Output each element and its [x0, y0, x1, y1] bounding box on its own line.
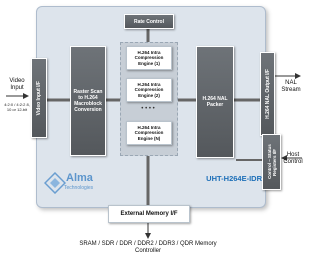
logo-mark-icon — [44, 172, 66, 194]
rate-control-label: Rate Control — [134, 18, 164, 25]
engine-1-label: H.264 Intra Compression Engine (1) — [134, 49, 164, 66]
nal-output-if-block: H.264 NAL Output I/F — [260, 52, 275, 136]
video-input-if-label: Video Input I/F — [36, 80, 42, 116]
raster-scan-label: Raster Scan to H.264 Macroblock Conversi… — [73, 89, 103, 113]
external-memory-if-block: External Memory I/F — [108, 205, 190, 223]
engine-2-block: H.264 Intra Compression Engine (2) — [126, 78, 172, 102]
control-status-if-label: Control – Status Registers I/F — [266, 144, 277, 180]
nal-output-if-label: H.264 NAL Output I/F — [264, 69, 271, 119]
engine-n-label: H.264 Intra Compression Engine (N) — [134, 124, 164, 141]
engine-1-block: H.264 Intra Compression Engine (1) — [126, 46, 172, 70]
video-input-formats: 4:2:0 / 4:2:2 8, 10 or 12-bit — [4, 102, 30, 112]
engine-n-block: H.264 Intra Compression Engine (N) — [126, 121, 172, 145]
logo-sub: Technologies — [64, 185, 94, 191]
nal-packer-label: H.264 NAL Packer — [202, 96, 228, 108]
video-input-if-block: Video Input I/F — [31, 58, 47, 138]
memory-controller-label: SRAM / SDR / DDR / DDR2 / DDR3 / QDR Mem… — [79, 241, 217, 254]
rate-control-block: Rate Control — [124, 14, 174, 29]
host-control-label: Host Control — [283, 152, 303, 165]
connectors — [6, 28, 302, 239]
engine-ellipsis: • • • • — [141, 106, 155, 112]
nal-stream-label: NAL Stream — [281, 80, 301, 93]
nal-packer-block: H.264 NAL Packer — [196, 46, 234, 158]
raster-scan-block: Raster Scan to H.264 Macroblock Conversi… — [70, 46, 106, 156]
engine-2-label: H.264 Intra Compression Engine (2) — [134, 81, 164, 98]
external-memory-if-label: External Memory I/F — [120, 211, 178, 217]
core-title: UHT-H264E-IDR — [206, 174, 262, 183]
video-input-label: Video Input — [9, 78, 25, 91]
control-status-if-block: Control – Status Registers I/F — [262, 134, 281, 190]
logo-name: Alma — [66, 172, 93, 184]
alma-logo: Alma Technologies — [44, 170, 106, 196]
